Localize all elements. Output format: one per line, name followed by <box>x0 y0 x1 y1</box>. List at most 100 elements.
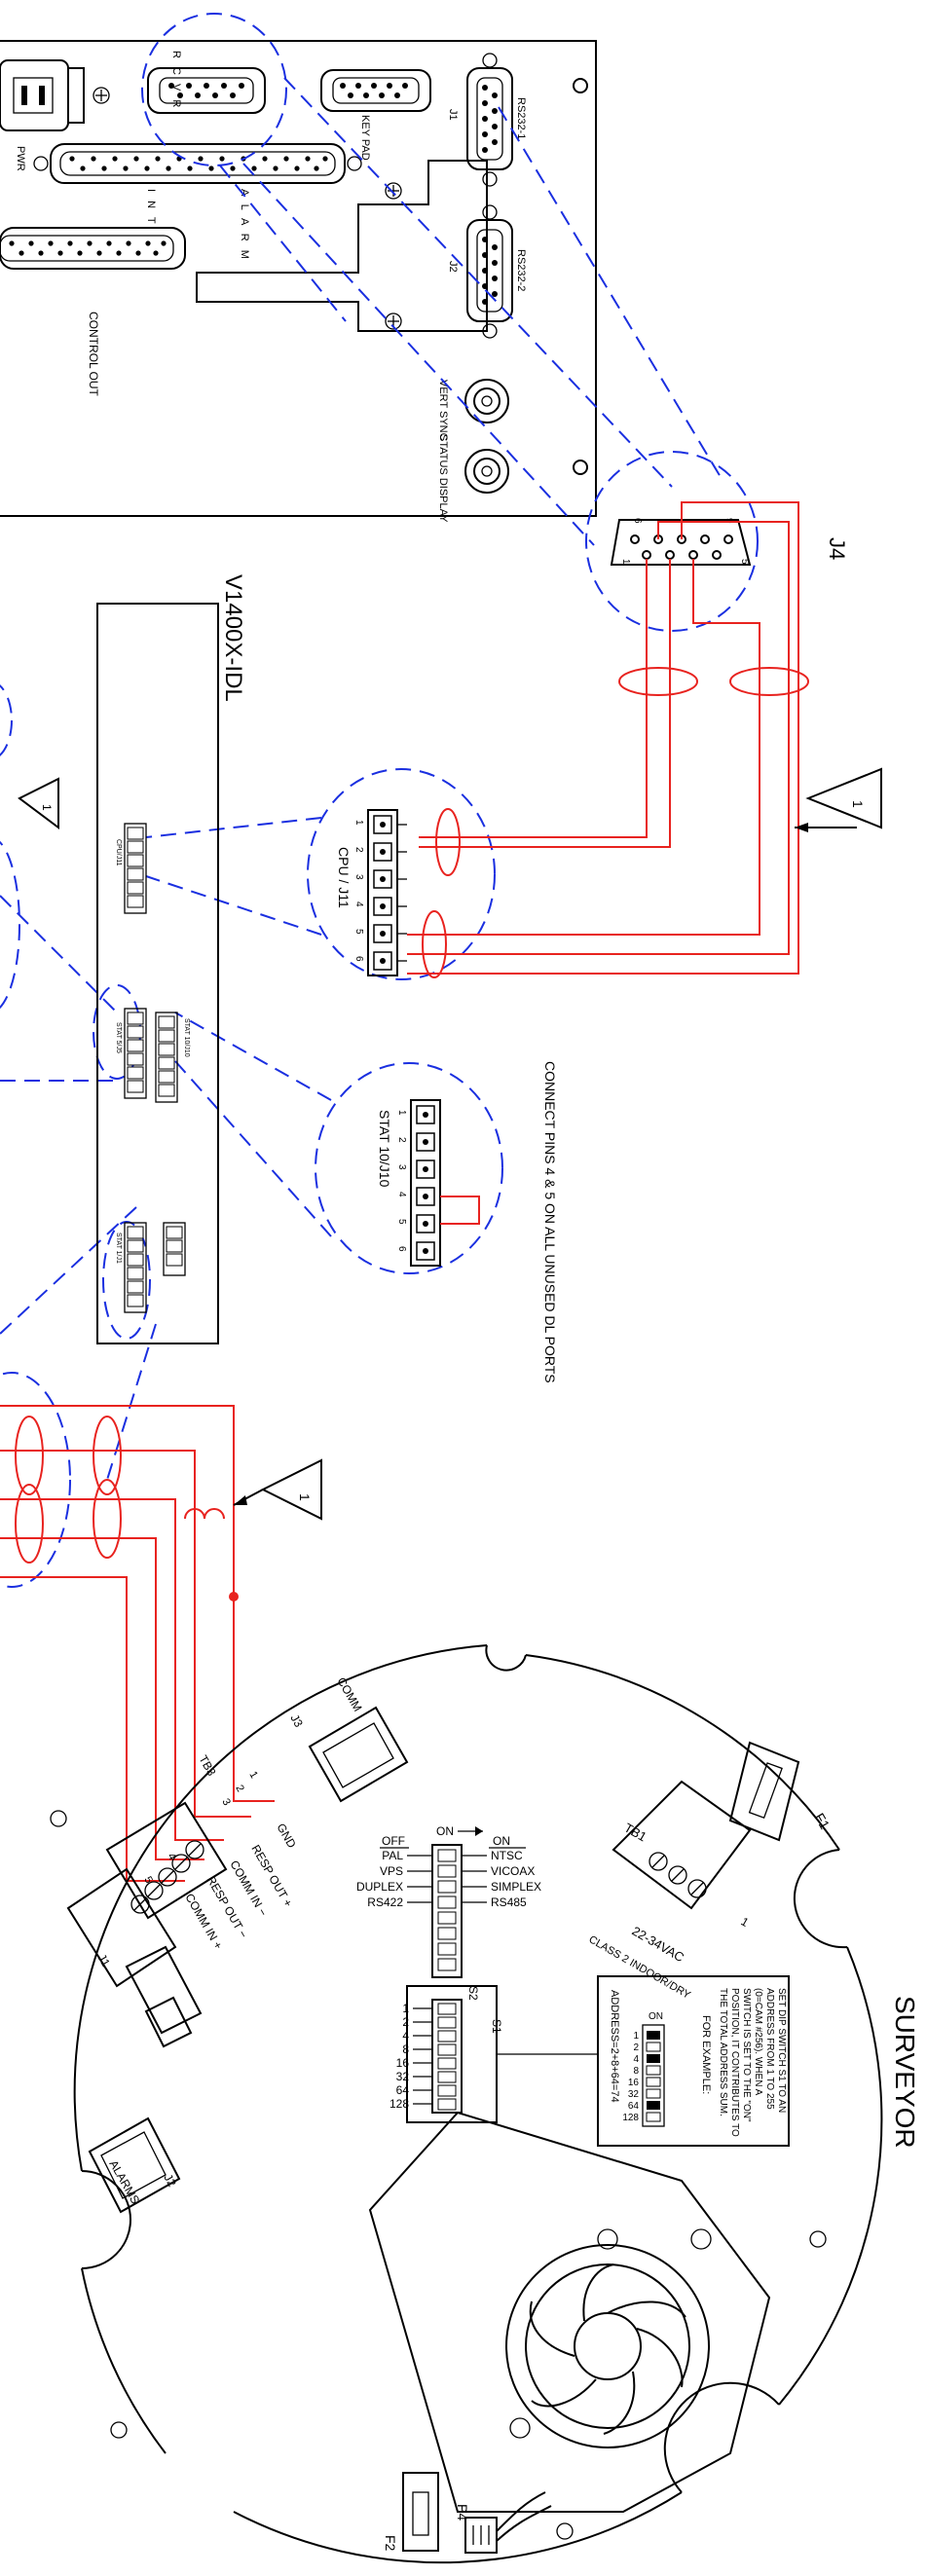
svg-text:CPU/J11: CPU/J11 <box>115 839 122 866</box>
note-marker-1-left: 1 <box>18 777 59 829</box>
panel-screw-bottom <box>573 460 588 475</box>
note-marker-1-top: 1 <box>795 767 882 832</box>
svg-text:4: 4 <box>165 1852 177 1862</box>
svg-text:1: 1 <box>353 820 364 826</box>
svg-text:3: 3 <box>219 1797 232 1808</box>
svg-text:3: 3 <box>396 1164 407 1170</box>
svg-text:1: 1 <box>850 800 866 808</box>
svg-text:4: 4 <box>396 1192 407 1197</box>
example-address: ADDRESS=2+8+64=74 <box>609 1990 620 2103</box>
cpu-j11-connector: 1 2 3 4 5 6 CPU / J11 <box>336 809 407 976</box>
board-stat1-j1: STAT 1/J1 <box>115 1222 147 1313</box>
j4-pin-1: 1 <box>620 559 631 565</box>
svg-text:ADDRESS FROM 1 TO 255: ADDRESS FROM 1 TO 255 <box>764 1988 775 2110</box>
j2-alarms-connector: J2 ALARMS <box>88 2116 181 2214</box>
svg-text:SIMPLEX: SIMPLEX <box>491 1880 541 1894</box>
board-stat5-j5: STAT 5/J5 <box>115 1008 147 1099</box>
vert-sync-label: VERT SYNC <box>437 380 449 441</box>
tb3-terminal: TB3 1 2 3 4 5 GND RESP OUT + COMM IN − R… <box>105 1753 299 1952</box>
svg-text:64: 64 <box>396 2083 410 2097</box>
tb3-label: TB3 <box>196 1753 218 1779</box>
j1-rs232-1-connector: J1 RS232-1 <box>447 53 527 187</box>
svg-text:64: 64 <box>628 2101 640 2112</box>
stat10-j10-label: STAT 10/J10 <box>377 1110 392 1188</box>
svg-text:4: 4 <box>353 902 364 907</box>
svg-text:POSITION, IT CONTRIBUTES TO: POSITION, IT CONTRIBUTES TO <box>729 1988 740 2137</box>
panel-screw-top <box>573 78 588 93</box>
surveyor-enclosure: SURVEYOR <box>73 1644 920 2564</box>
svg-text:16: 16 <box>628 2078 640 2088</box>
svg-text:1: 1 <box>246 1770 259 1781</box>
svg-text:2: 2 <box>233 1784 245 1794</box>
svg-text:1: 1 <box>402 2002 409 2015</box>
svg-text:STAT 1/J1: STAT 1/J1 <box>115 1233 122 1264</box>
j4-cpu-wires <box>407 501 809 978</box>
rcvr-callout-circle <box>141 13 287 166</box>
svg-text:8: 8 <box>402 2042 409 2056</box>
svg-text:128: 128 <box>389 2097 409 2111</box>
cpu-j11-label: CPU / J11 <box>336 847 352 908</box>
svg-text:VPS: VPS <box>380 1864 403 1878</box>
rs232-1-label: RS232-1 <box>515 97 527 139</box>
tb1-voltage: 22-34VAC <box>630 1924 687 1965</box>
svg-text:2: 2 <box>396 1137 407 1143</box>
alarm-label: A L A R M <box>239 189 250 262</box>
s2-off-header: OFF <box>382 1834 405 1848</box>
example-title: FOR EXAMPLE: <box>700 2015 712 2094</box>
alarm-int-connector: A L A R M I N T <box>33 143 362 262</box>
tb3-signal-gnd: GND <box>274 1822 299 1851</box>
tb1-pin-label: 1 <box>739 1914 752 1930</box>
svg-text:8: 8 <box>633 2066 639 2077</box>
s2-label: S2 <box>466 1986 480 2001</box>
board-cpu-j11: CPU/J11 <box>115 823 147 914</box>
vert-sync-bnc: VERT SYNC <box>437 379 509 441</box>
svg-text:5: 5 <box>353 929 364 935</box>
svg-text:DUPLEX: DUPLEX <box>356 1880 403 1894</box>
pwr-label: PWR <box>15 146 26 171</box>
svg-text:SET DIP SWITCH S1 TO AN: SET DIP SWITCH S1 TO AN <box>776 1988 787 2113</box>
module-name: V1400X-IDL <box>220 574 246 702</box>
svg-text:128: 128 <box>622 2113 639 2123</box>
comm-label: COMM <box>334 1675 364 1714</box>
j4-pin-6: 6 <box>632 518 643 524</box>
callout-lines <box>0 13 759 1588</box>
p4-connector: P4 <box>455 2491 552 2554</box>
svg-text:32: 32 <box>396 2070 410 2083</box>
enclosure-mount-holes <box>50 1810 827 2540</box>
j1-label: J1 <box>447 109 459 121</box>
svg-text:NTSC: NTSC <box>491 1849 523 1862</box>
svg-text:PAL: PAL <box>382 1849 403 1862</box>
stat10-j10-connector: 1 2 3 4 5 6 STAT 10/J10 CONNECT PINS 4 &… <box>377 1061 558 1383</box>
svg-text:4: 4 <box>633 2054 639 2065</box>
tb1-terminal: TB1 1 22-34VAC CLASS 2 INDOOR/DRY <box>587 1780 752 2002</box>
svg-text:1: 1 <box>396 1110 407 1116</box>
rs232-2-label: RS232-2 <box>515 249 527 291</box>
s2-on-header: ON <box>493 1834 510 1848</box>
svg-text:32: 32 <box>628 2089 640 2100</box>
status-display-label: STATUS DISPLAY <box>437 434 449 523</box>
svg-text:VICOAX: VICOAX <box>491 1864 535 1878</box>
surveyor-title: SURVEYOR <box>890 1996 920 2149</box>
tb1-label: TB1 <box>622 1821 649 1845</box>
note-marker-1-bottom: 1 <box>233 1458 322 1521</box>
j4-pin-5: 5 <box>739 559 750 565</box>
rcvr-connector: R C V R <box>147 51 266 114</box>
control-out-label: CONTROL OUT <box>87 312 100 397</box>
svg-text:1: 1 <box>297 1493 313 1501</box>
svg-text:5: 5 <box>396 1219 407 1225</box>
p4-label: P4 <box>455 2504 470 2521</box>
fan-module <box>368 2111 771 2513</box>
status-display-bnc: STATUS DISPLAY <box>437 434 509 523</box>
f2-fuse: F2 <box>383 2472 439 2552</box>
svg-text:5: 5 <box>141 1875 154 1886</box>
svg-text:(0=CAM #256). WHEN A: (0=CAM #256). WHEN A <box>753 1988 763 2096</box>
svg-text:3: 3 <box>353 874 364 880</box>
svg-text:2: 2 <box>353 847 364 853</box>
rear-panel: PWR R C V R KEY PAD A L A <box>0 40 597 523</box>
svg-text:ON: ON <box>649 2011 663 2022</box>
cpu-callout-circle <box>307 768 496 980</box>
svg-text:STAT 5/J5: STAT 5/J5 <box>115 1022 122 1053</box>
s2-dip-switch: ON ON OFF NTSC VICOAX SIMPLEX RS485 PAL … <box>356 1824 541 2001</box>
svg-text:SWITCH IS SET TO THE "ON": SWITCH IS SET TO THE "ON" <box>741 1988 752 2122</box>
